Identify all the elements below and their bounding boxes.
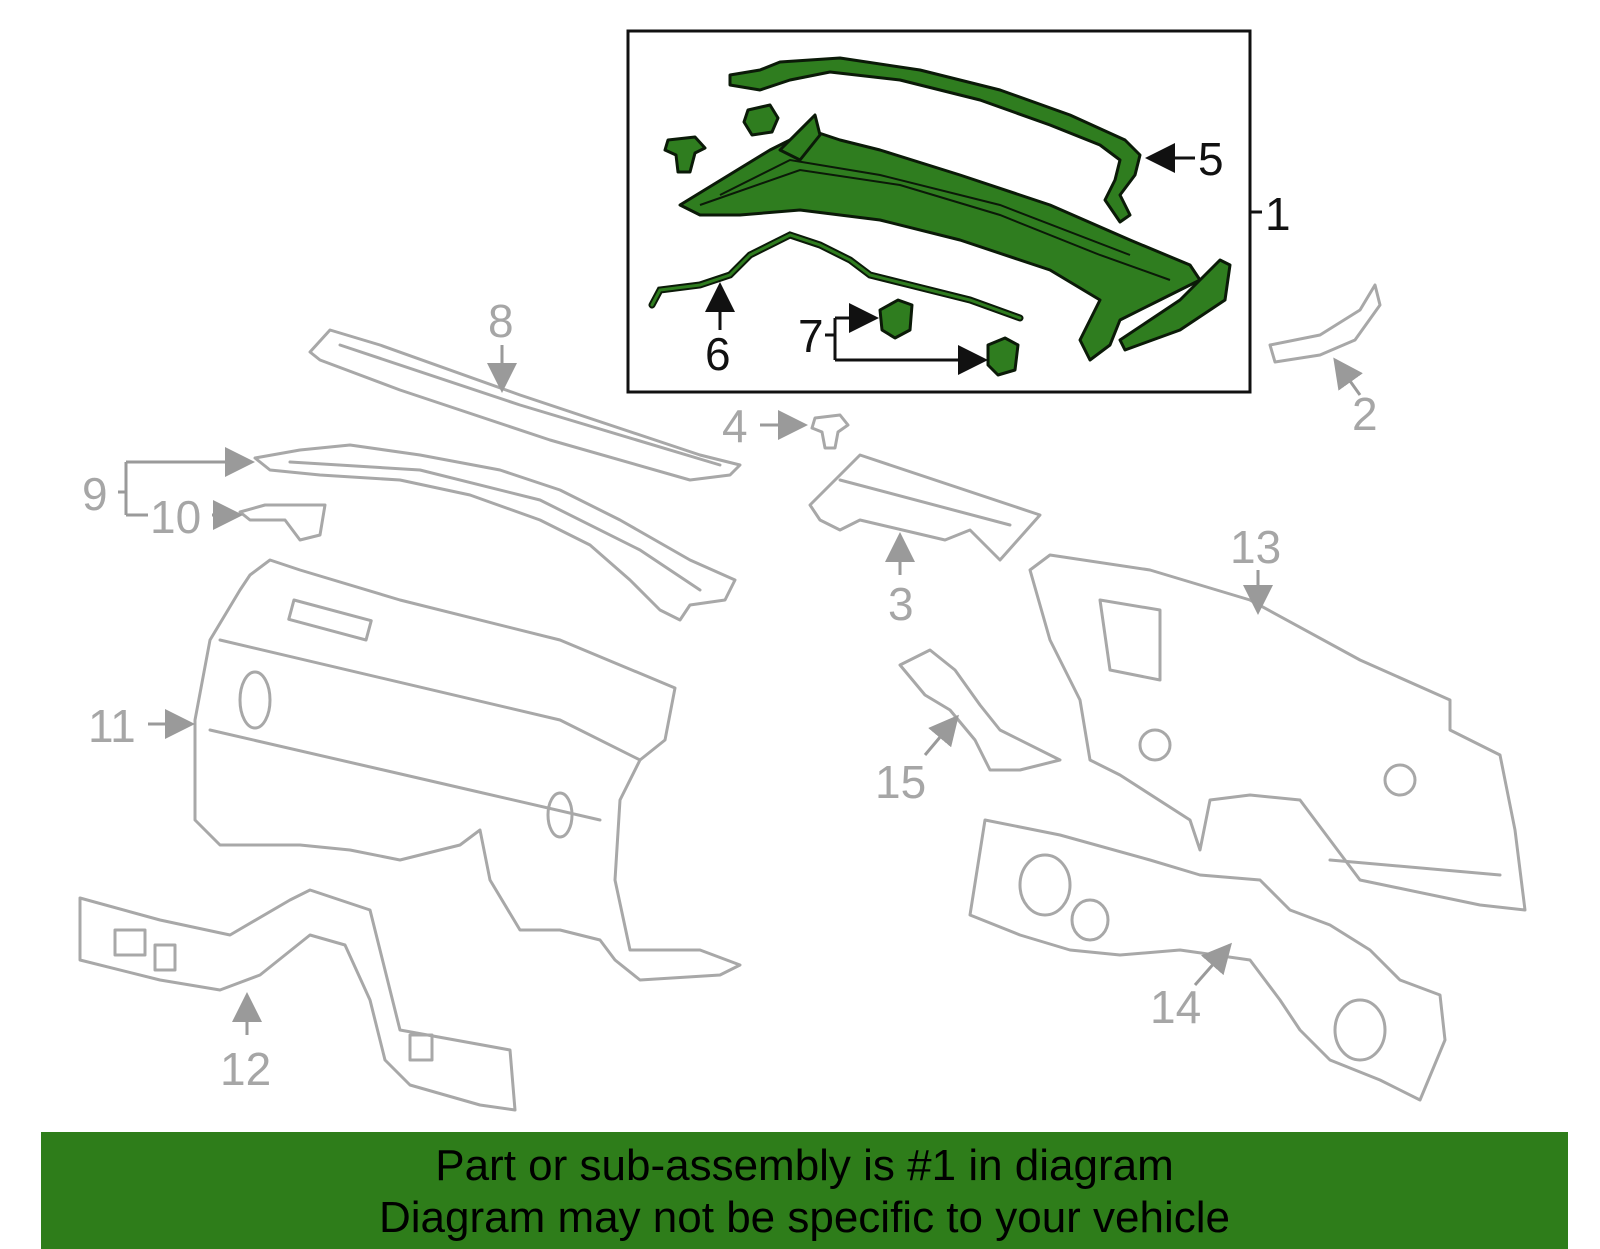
callout-14: 14	[1150, 981, 1201, 1033]
clip-part-7-upper[interactable]	[878, 298, 914, 340]
bracket-part-2[interactable]	[1268, 283, 1382, 364]
callout-2: 2	[1352, 388, 1378, 440]
rail-part-9[interactable]	[253, 443, 737, 622]
hose-part-6[interactable]	[648, 231, 1024, 322]
leader-9	[118, 460, 240, 517]
crossmember-part-12[interactable]	[78, 888, 517, 1112]
callout-1: 1	[1265, 188, 1291, 240]
leader-2	[1333, 357, 1363, 396]
callout-11: 11	[88, 700, 136, 752]
disclaimer-banner: Part or sub-assembly is #1 in diagram Di…	[41, 1132, 1568, 1249]
parts-diagram: 1 5 6 7 2 3 4 8 9 10 11 12 13 14 15	[78, 29, 1527, 1112]
clip-part-7-lower[interactable]	[986, 336, 1020, 377]
leader-14	[1193, 942, 1232, 986]
bracket-part-10[interactable]	[238, 503, 327, 542]
banner-line-1: Part or sub-assembly is #1 in diagram	[435, 1141, 1174, 1190]
cowl-panel-part-1[interactable]	[678, 113, 1232, 362]
clip-part-top-center[interactable]	[742, 103, 780, 137]
callout-5: 5	[1198, 133, 1224, 185]
callout-13: 13	[1230, 521, 1281, 573]
callout-6: 6	[705, 328, 731, 380]
insulator-part-13[interactable]	[1028, 553, 1527, 912]
insulator-part-14[interactable]	[968, 818, 1447, 1102]
callout-15: 15	[875, 756, 926, 808]
callout-4: 4	[722, 400, 748, 452]
seal-part-5[interactable]	[728, 56, 1142, 224]
callout-7: 7	[798, 310, 824, 362]
callout-3: 3	[888, 578, 914, 630]
rail-part-8[interactable]	[308, 328, 742, 482]
leader-7	[825, 316, 982, 362]
leader-15	[923, 714, 959, 756]
callout-12: 12	[220, 1043, 271, 1095]
callout-8: 8	[488, 295, 514, 347]
clip-part-4[interactable]	[810, 413, 850, 450]
clip-part-top-left[interactable]	[663, 135, 707, 174]
callout-9: 9	[82, 468, 108, 520]
banner-line-2: Diagram may not be specific to your vehi…	[378, 1193, 1231, 1242]
plate-part-3[interactable]	[808, 453, 1042, 562]
dash-panel-part-11[interactable]	[193, 558, 742, 982]
bracket-part-15[interactable]	[898, 648, 1062, 772]
callout-10: 10	[150, 491, 201, 543]
